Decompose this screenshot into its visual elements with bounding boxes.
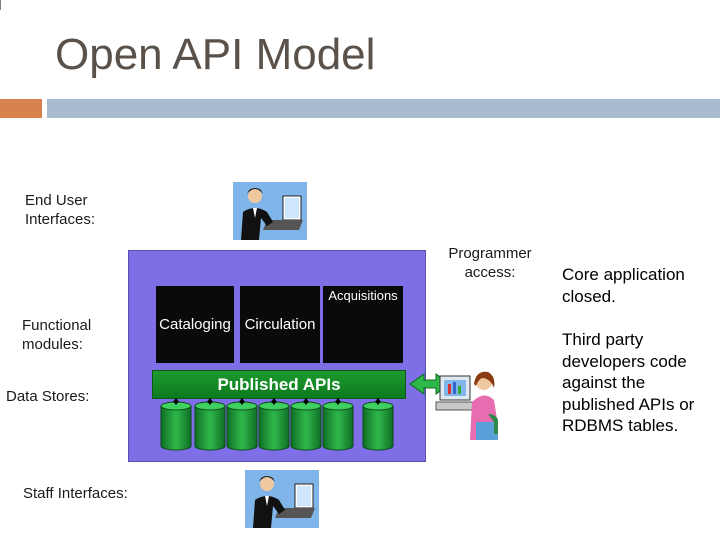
published-apis-bar: Published APIs — [152, 370, 406, 399]
module-acquisitions: Acquisitions — [323, 286, 403, 363]
database-icon — [226, 398, 258, 451]
module-circulation: Circulation — [240, 286, 320, 363]
title-accent-orange — [0, 99, 42, 118]
end-user-computer-icon — [233, 182, 307, 240]
page-title: Open API Model — [55, 30, 376, 79]
third-party-note: Third party developers code against the … — [562, 330, 695, 435]
database-icon — [322, 398, 354, 451]
staff-interfaces-label: Staff Interfaces: — [23, 485, 128, 502]
database-icon — [258, 398, 290, 451]
programmer-access-label: Programmer access: — [448, 245, 532, 281]
functional-modules-label: Functional modules: — [22, 317, 92, 353]
end-user-label: End User Interfaces: — [25, 192, 96, 228]
database-icon — [362, 398, 394, 451]
staff-user-computer-icon — [245, 470, 319, 528]
database-icon — [290, 398, 322, 451]
database-icon — [160, 398, 192, 451]
data-stores-label: Data Stores: — [6, 388, 90, 405]
module-cataloging: Cataloging — [156, 286, 234, 363]
developer-computer-icon — [435, 371, 498, 440]
core-application-note: Core application closed. — [562, 265, 685, 306]
database-icon — [194, 398, 226, 451]
title-accent-blue — [47, 99, 720, 118]
